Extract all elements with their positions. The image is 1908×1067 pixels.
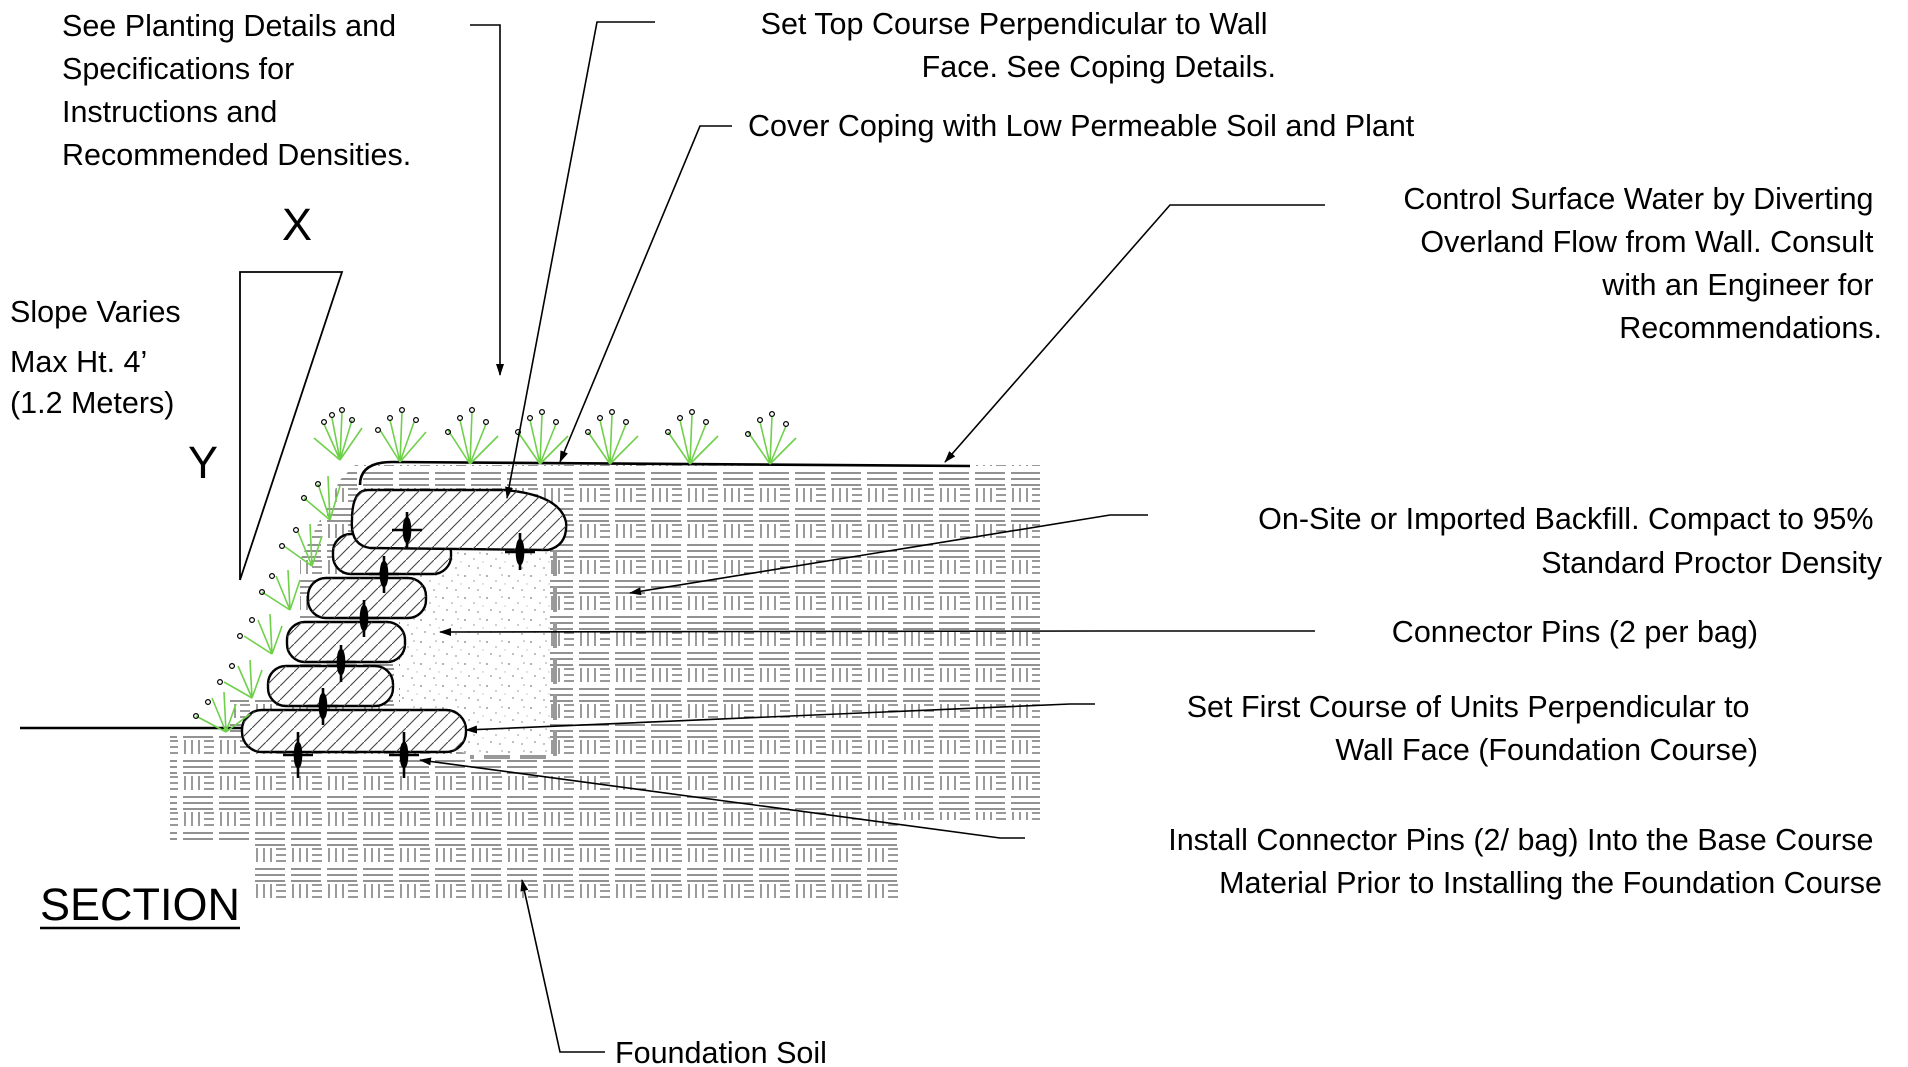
label-surface-water: Control Surface Water by Diverting Overl… [1403, 182, 1882, 345]
slope-y-label: Y [188, 437, 218, 488]
vegetation [193, 407, 797, 733]
label-section: SECTION [40, 879, 240, 930]
leader-install-pins [419, 757, 1025, 839]
slope-indicator-lines [239, 271, 344, 581]
drainage-aggregate-texture [400, 545, 550, 755]
leader-surface-water [944, 204, 1325, 463]
label-cover-coping: Cover Coping with Low Permeable Soil and… [748, 109, 1415, 143]
label-planting: See Planting Details and Specifications … [62, 9, 411, 172]
leader-connector-pins [439, 627, 1315, 636]
label-connector-pins: Connector Pins (2 per bag) [1392, 615, 1758, 649]
label-max-height: Max Ht. 4’ (1.2 Meters) [10, 345, 174, 420]
slope-x-label: X [282, 199, 312, 250]
leader-backfill [629, 514, 1148, 596]
leader-lines [419, 21, 1325, 1053]
label-foundation-soil: Foundation Soil [615, 1036, 827, 1067]
leader-foundation-soil [520, 879, 605, 1053]
connector-pins [283, 512, 535, 778]
drainage-boundary-dashed [470, 550, 557, 759]
leader-first-course [465, 703, 1095, 734]
label-backfill: On-Site or Imported Backfill. Compact to… [1258, 502, 1883, 580]
leader-planting [470, 24, 504, 376]
leader-top-course [505, 21, 655, 499]
label-first-course: Set First Course of Units Perpendicular … [1187, 690, 1758, 767]
bag-stack [240, 488, 568, 754]
leader-cover-coping [559, 125, 732, 463]
label-install-pins: Install Connector Pins (2/ bag) Into the… [1168, 823, 1882, 900]
coping-soil-cover-line [358, 460, 971, 486]
label-slope-varies: Slope Varies [10, 295, 181, 329]
label-top-course: Set Top Course Perpendicular to Wall Fac… [761, 7, 1276, 84]
